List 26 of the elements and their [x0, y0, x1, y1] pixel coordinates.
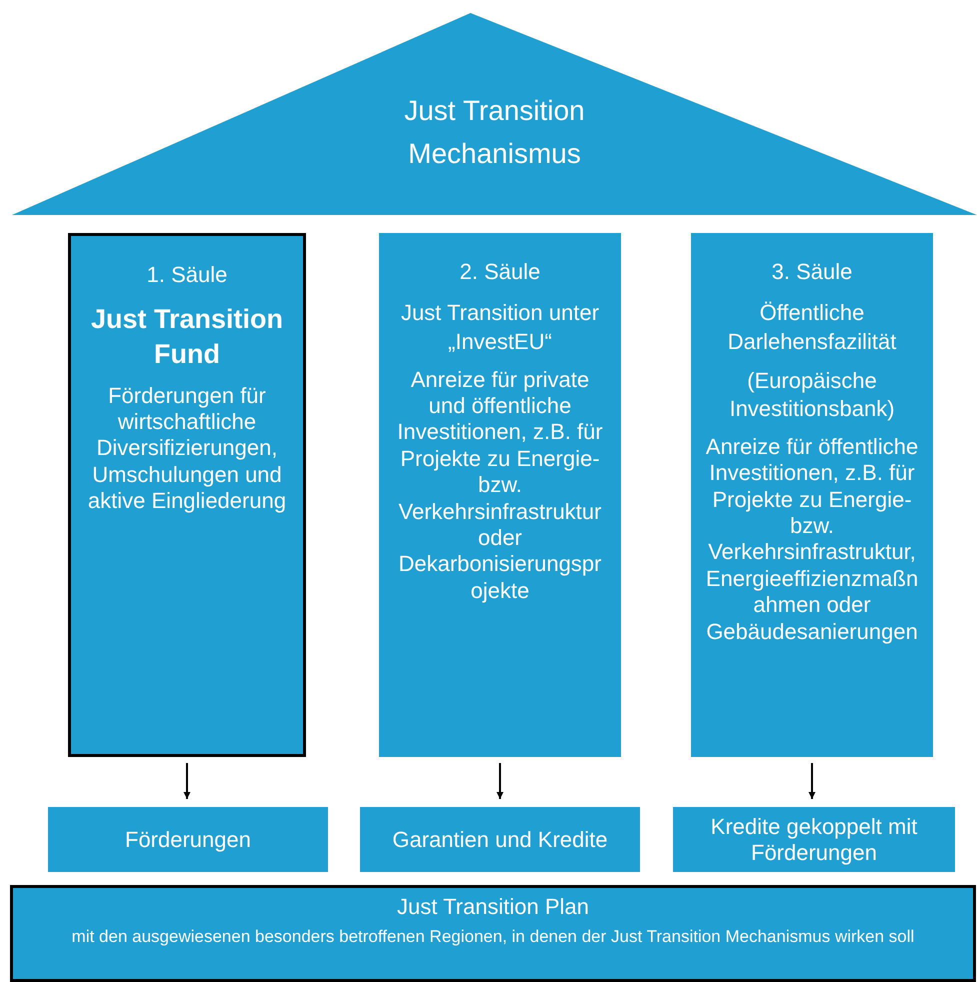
pillar-description: Anreize für öffentliche Investitionen, z.B. für Projekte zu Energie- bzw. Verkehrsinfrastruktur, Energieeffizienzmaßnahmen oder Gebäudesanierungen: [705, 434, 919, 645]
result-box: [360, 807, 640, 872]
arrow: [808, 763, 816, 799]
plan-band: [10, 885, 976, 982]
result-box: [673, 807, 955, 872]
pillar-title: Öffentliche Darlehensfazilität: [726, 299, 898, 356]
pillar-title: Just Transition Fund: [90, 303, 284, 372]
pillar-box: [379, 233, 621, 757]
arrow: [184, 763, 190, 799]
result-label: Garantien und Kredite: [391, 826, 609, 852]
pillar-number: 2. Säule: [458, 259, 542, 286]
result-label: Förderungen: [124, 826, 252, 852]
pillar-description: Anreize für private und öffentliche Investitionen, z.B. für Projekte zu Energie- bzw. Verkehrsinfrastruktur oder Dekarbonisierungsprojekte: [396, 366, 604, 604]
result-label: Kredite gekoppelt mit Förderungen: [710, 814, 918, 865]
plan-description: mit den ausgewiesenen besonders betroffenen Regionen, in denen der Just Transition Mechanismus wirken soll: [70, 926, 916, 948]
pillar-description: Förderungen für wirtschaftliche Diversifizierungen, Umschulungen und aktive Eingliederung: [86, 382, 288, 515]
pillar-number: 3. Säule: [770, 259, 854, 286]
pillar-number: 1. Säule: [146, 262, 228, 288]
pillar-description: (Europäische Investitionsbank): [728, 366, 896, 424]
plan-title: Just Transition Plan: [396, 894, 590, 920]
pillar-box: [691, 233, 933, 757]
result-box: [48, 807, 328, 872]
pillar-title: Just Transition unter „InvestEU“: [400, 299, 600, 356]
arrow: [496, 763, 504, 799]
roof-title: Just Transition Mechanismus: [403, 94, 586, 172]
pillar-box: [68, 233, 306, 757]
